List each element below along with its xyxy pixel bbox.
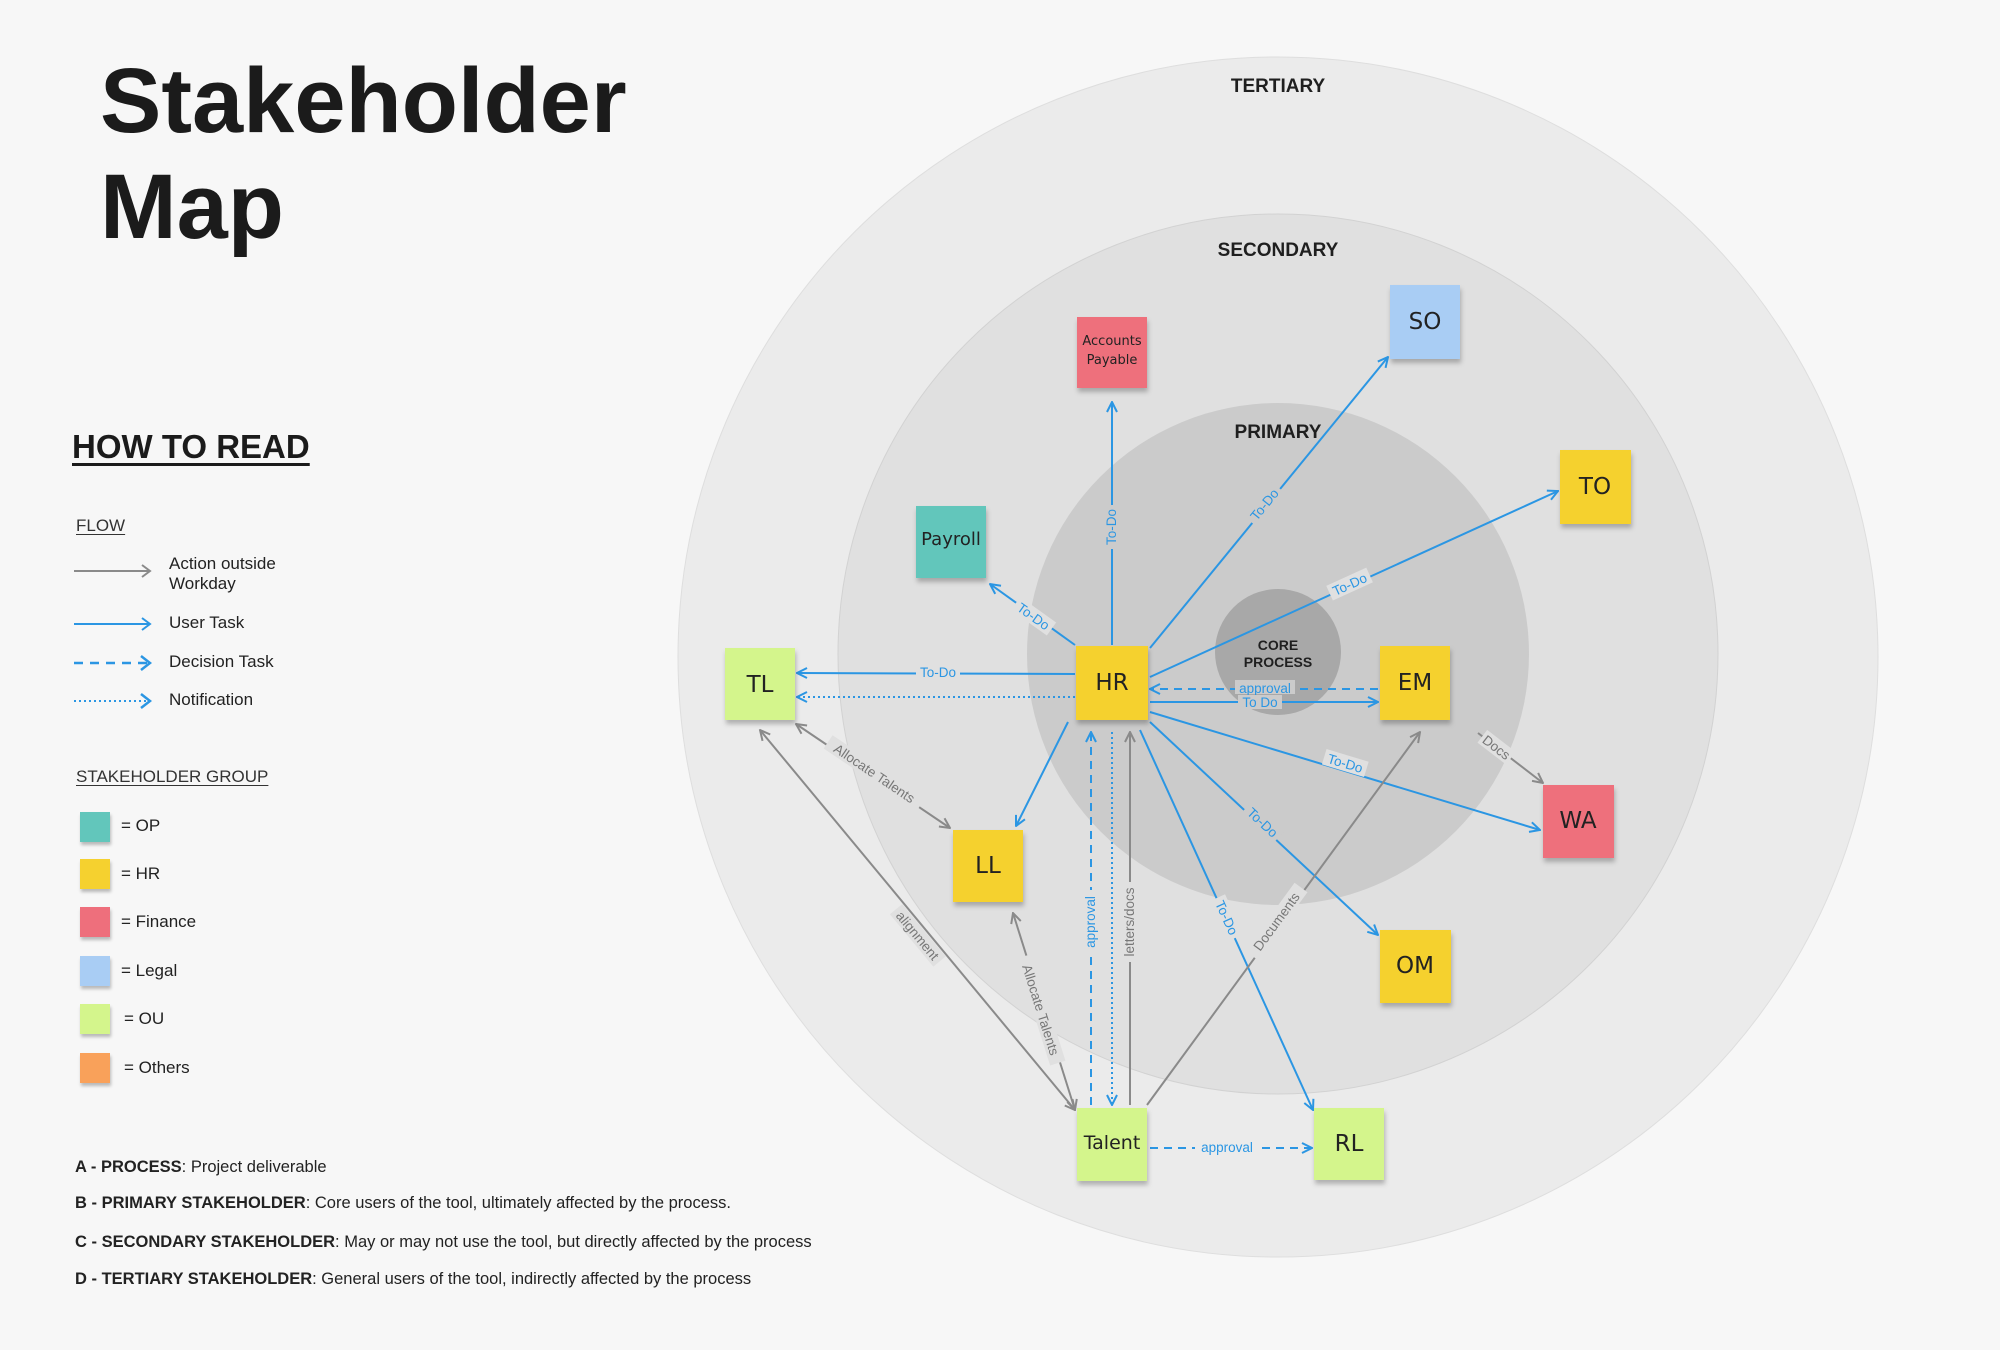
definition-tertiary: D - TERTIARY STAKEHOLDER: General users … [75,1270,752,1288]
stakeholder-group-heading: STAKEHOLDER GROUP [76,767,269,786]
edge-label-hr-tl: To-Do [920,665,956,680]
note-payroll[interactable]: Payroll [916,506,986,578]
note-om[interactable]: OM [1380,930,1451,1003]
swatch-op-label: = OP [121,816,161,835]
how-to-read-heading: HOW TO READ [72,428,310,465]
swatch-legal-label: = Legal [121,961,178,980]
core-label-2: PROCESS [1244,654,1312,670]
edge-label-talent-rl: approval [1201,1140,1253,1155]
page-title: Stakeholder Map [100,48,627,260]
gray-arrow-icon [74,564,152,578]
svg-text:LL: LL [975,853,1001,879]
core-label-1: CORE [1258,637,1298,653]
swatch-hr-label: = HR [121,864,161,883]
sticky-notes: HR EM TO OM LL SO Accounts Payable [725,285,1631,1181]
blue-arrow-icon [74,617,152,631]
legend-flow-user-task-label: User Task [169,613,245,632]
svg-text:TO: TO [1578,474,1611,500]
definition-primary: B - PRIMARY STAKEHOLDER: Core users of t… [75,1194,731,1212]
swatch-others-label: = Others [124,1058,190,1077]
swatch-finance-label: = Finance [121,912,197,931]
svg-text:Payable: Payable [1087,353,1138,368]
svg-text:HR: HR [1095,670,1128,696]
legend-flow-notification-label: Notification [169,690,254,709]
edge-label-hr-ap: To-Do [1104,509,1119,545]
legend-flow-gray-label: Action outside Workday [169,554,276,593]
svg-text:Accounts: Accounts [1082,334,1141,349]
dashed-blue-arrow-icon [74,655,152,671]
note-tl[interactable]: TL [725,648,795,720]
note-so[interactable]: SO [1390,285,1460,359]
note-em[interactable]: EM [1380,646,1450,720]
svg-text:Payroll: Payroll [921,529,981,550]
swatch-op [80,812,110,842]
edge-label-talent-hr-letters: letters/docs [1122,887,1137,956]
swatch-ou-label: = OU [124,1009,165,1028]
note-ll[interactable]: LL [953,830,1023,902]
ring-label-primary: PRIMARY [1235,422,1322,443]
ring-label-tertiary: TERTIARY [1231,76,1326,97]
svg-text:RL: RL [1335,1131,1364,1157]
edge-label-talent-hr: approval [1083,896,1098,948]
flow-heading: FLOW [76,516,126,535]
note-hr[interactable]: HR [1076,646,1148,720]
swatch-legal [80,956,110,986]
note-wa[interactable]: WA [1543,785,1614,858]
note-accounts-payable[interactable]: Accounts Payable [1077,317,1147,388]
definition-process: A - PROCESS: Project deliverable [75,1158,327,1176]
title-line-1: Stakeholder [100,50,627,152]
svg-text:EM: EM [1398,670,1432,696]
edge-label-em-hr: approval [1239,681,1291,696]
note-to[interactable]: TO [1560,450,1631,524]
legend-flow-decision-task-label: Decision Task [169,652,274,671]
title-line-2: Map [100,156,284,258]
svg-text:WA: WA [1559,808,1596,834]
svg-text:OM: OM [1396,953,1434,979]
note-rl[interactable]: RL [1314,1108,1384,1180]
edge-label-hr-em: To Do [1242,695,1277,710]
swatch-hr [80,859,110,889]
dotted-blue-arrow-icon [74,693,152,709]
swatch-finance [80,907,110,937]
swatch-others [80,1053,110,1083]
definition-secondary: C - SECONDARY STAKEHOLDER: May or may no… [75,1233,812,1251]
svg-text:Talent: Talent [1083,1132,1141,1154]
swatch-ou [80,1004,110,1034]
svg-text:TL: TL [746,672,774,698]
svg-text:SO: SO [1409,309,1442,335]
note-talent[interactable]: Talent [1077,1108,1147,1181]
ring-label-secondary: SECONDARY [1218,240,1339,261]
